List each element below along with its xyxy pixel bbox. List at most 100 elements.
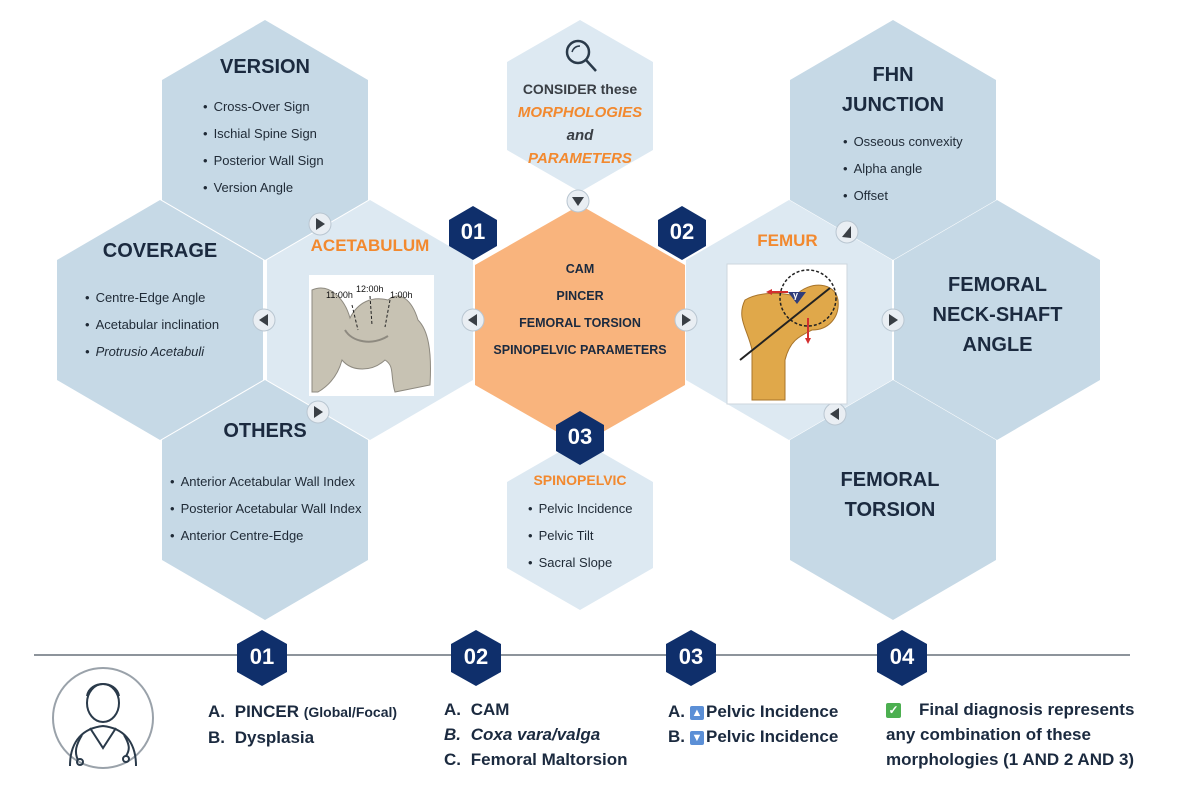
list-item: Pelvic Tilt <box>528 522 633 549</box>
torsion-line1: FEMORAL <box>840 469 940 491</box>
others-list: Anterior Acetabular Wall Index Posterior… <box>170 468 362 549</box>
list-item: Osseous convexity <box>843 128 963 155</box>
center-line-pincer: PINCER <box>556 289 604 303</box>
step-3: A.▲Pelvic Incidence B.▼Pelvic Incidence <box>668 699 838 749</box>
list-item: Posterior Wall Sign <box>203 147 324 174</box>
step1-a-letter: A. <box>208 702 225 721</box>
consider-line1: CONSIDER these <box>522 81 638 97</box>
step1-b-letter: B. <box>208 728 225 747</box>
timeline-badge-03-label: 03 <box>678 644 704 669</box>
fhn-title: FHN JUNCTION <box>818 60 968 120</box>
timeline-badge-04 <box>877 630 927 686</box>
list-item: Pelvic Incidence <box>528 495 633 522</box>
step3-a-letter: A. <box>668 702 685 721</box>
doctor-icon <box>52 667 154 769</box>
step2-c-letter: C. <box>444 750 461 769</box>
step2-b-text: Coxa vara/valga <box>470 725 601 744</box>
hex-consider <box>507 20 653 192</box>
arrow-right-neck-shaft <box>881 308 905 332</box>
version-list: Cross-Over Sign Ischial Spine Sign Poste… <box>203 93 324 201</box>
fhn-title-line1: FHN <box>872 64 914 86</box>
fhn-list: Osseous convexity Alpha angle Offset <box>843 128 963 209</box>
arrow-right-center <box>674 308 698 332</box>
step-1: A. PINCER (Global/Focal) B. Dysplasia <box>208 699 397 750</box>
femur-angle-label: γ <box>793 290 799 300</box>
coverage-title: COVERAGE <box>102 240 218 262</box>
clock-label-12: 12:00h <box>356 284 384 294</box>
step1-a-sub: (Global/Focal) <box>303 704 398 720</box>
acetabulum-title: ACETABULUM <box>310 236 430 255</box>
spinopelvic-list: Pelvic Incidence Pelvic Tilt Sacral Slop… <box>528 495 633 576</box>
step-4: ✓ Final diagnosis represents any combinat… <box>886 697 1134 772</box>
consider-block: CONSIDER these MORPHOLOGIES and PARAMETE… <box>510 78 650 170</box>
badge-01 <box>449 206 497 260</box>
arrow-left-torsion <box>823 402 847 426</box>
timeline-badge-04-label: 04 <box>889 644 915 669</box>
neck-shaft-line3: ANGLE <box>962 334 1033 356</box>
arrow-right-others <box>306 400 330 424</box>
torsion-line2: TORSION <box>844 499 936 521</box>
timeline-badge-01 <box>237 630 287 686</box>
badge-02-label: 02 <box>669 219 695 244</box>
arrow-down-consider <box>566 189 590 213</box>
center-line-cam: CAM <box>565 262 595 276</box>
clock-label-1: 1:00h <box>390 290 413 300</box>
timeline-badge-01-label: 01 <box>249 644 275 669</box>
step4-line1: Final diagnosis represents <box>919 700 1135 719</box>
hex-neck-shaft <box>894 200 1100 440</box>
step4-line2: any combination of these <box>886 725 1091 744</box>
list-item: Alpha angle <box>843 155 963 182</box>
neck-shaft-line1: FEMORAL <box>948 274 1047 296</box>
hex-center <box>475 205 685 445</box>
others-title: OTHERS <box>223 420 307 442</box>
badge-01-label: 01 <box>460 219 486 244</box>
arrow-up-icon: ▲ <box>690 706 704 720</box>
list-item: Acetabular inclination <box>85 311 220 338</box>
hex-torsion <box>790 380 996 620</box>
badge-02 <box>658 206 706 260</box>
spinopelvic-title: SPINOPELVIC <box>533 472 627 488</box>
step1-b-text: Dysplasia <box>234 728 315 747</box>
magnifier-icon <box>565 39 597 72</box>
list-item: Protrusio Acetabuli <box>85 338 219 365</box>
torsion-title: FEMORAL TORSION <box>815 465 965 525</box>
center-block: CAM PINCER FEMORAL TORSION SPINOPELVIC P… <box>480 256 680 364</box>
list-item: Sacral Slope <box>528 549 633 576</box>
clock-label-11: 11:00h <box>326 290 353 300</box>
step3-b-letter: B. <box>668 727 685 746</box>
step4-line3: morphologies (1 AND 2 AND 3) <box>886 750 1135 769</box>
step2-a-text: CAM <box>470 700 510 719</box>
list-item: Cross-Over Sign <box>203 93 324 120</box>
consider-line3: and <box>566 127 594 144</box>
femur-title: FEMUR <box>757 231 818 250</box>
step1-a-text: PINCER <box>234 702 299 721</box>
list-item: Ischial Spine Sign <box>203 120 324 147</box>
step2-c-text: Femoral Maltorsion <box>470 750 628 769</box>
arrow-upleft-fhn <box>835 220 859 244</box>
list-item: Posterior Acetabular Wall Index <box>170 495 362 522</box>
timeline-badge-02 <box>451 630 501 686</box>
version-title: VERSION <box>219 56 311 78</box>
consider-line4: PARAMETERS <box>528 150 632 167</box>
list-item: Version Angle <box>203 174 324 201</box>
badge-03-label: 03 <box>567 424 593 449</box>
list-item: Centre-Edge Angle <box>85 284 219 311</box>
checkmark-icon: ✓ <box>886 703 901 718</box>
step-2: A. CAM B. Coxa vara/valga C. Femoral Mal… <box>444 697 628 772</box>
badge-03 <box>556 411 604 465</box>
timeline-badge-03 <box>666 630 716 686</box>
arrow-left-center <box>461 308 485 332</box>
femur-image <box>726 263 848 405</box>
arrow-left-coverage <box>252 308 276 332</box>
list-item: Anterior Acetabular Wall Index <box>170 468 361 495</box>
step2-a-letter: A. <box>444 700 461 719</box>
acetabulum-image <box>309 275 434 396</box>
center-line-spinopelvic: SPINOPELVIC PARAMETERS <box>493 343 667 357</box>
timeline-badge-02-label: 02 <box>463 644 489 669</box>
arrow-right-version <box>308 212 332 236</box>
coverage-list: Centre-Edge Angle Acetabular inclination… <box>85 284 220 365</box>
list-item: Anterior Centre-Edge <box>170 522 361 549</box>
step2-b-letter: B. <box>444 725 461 744</box>
neck-shaft-title: FEMORAL NECK-SHAFT ANGLE <box>900 270 1095 360</box>
neck-shaft-line2: NECK-SHAFT <box>932 304 1063 326</box>
